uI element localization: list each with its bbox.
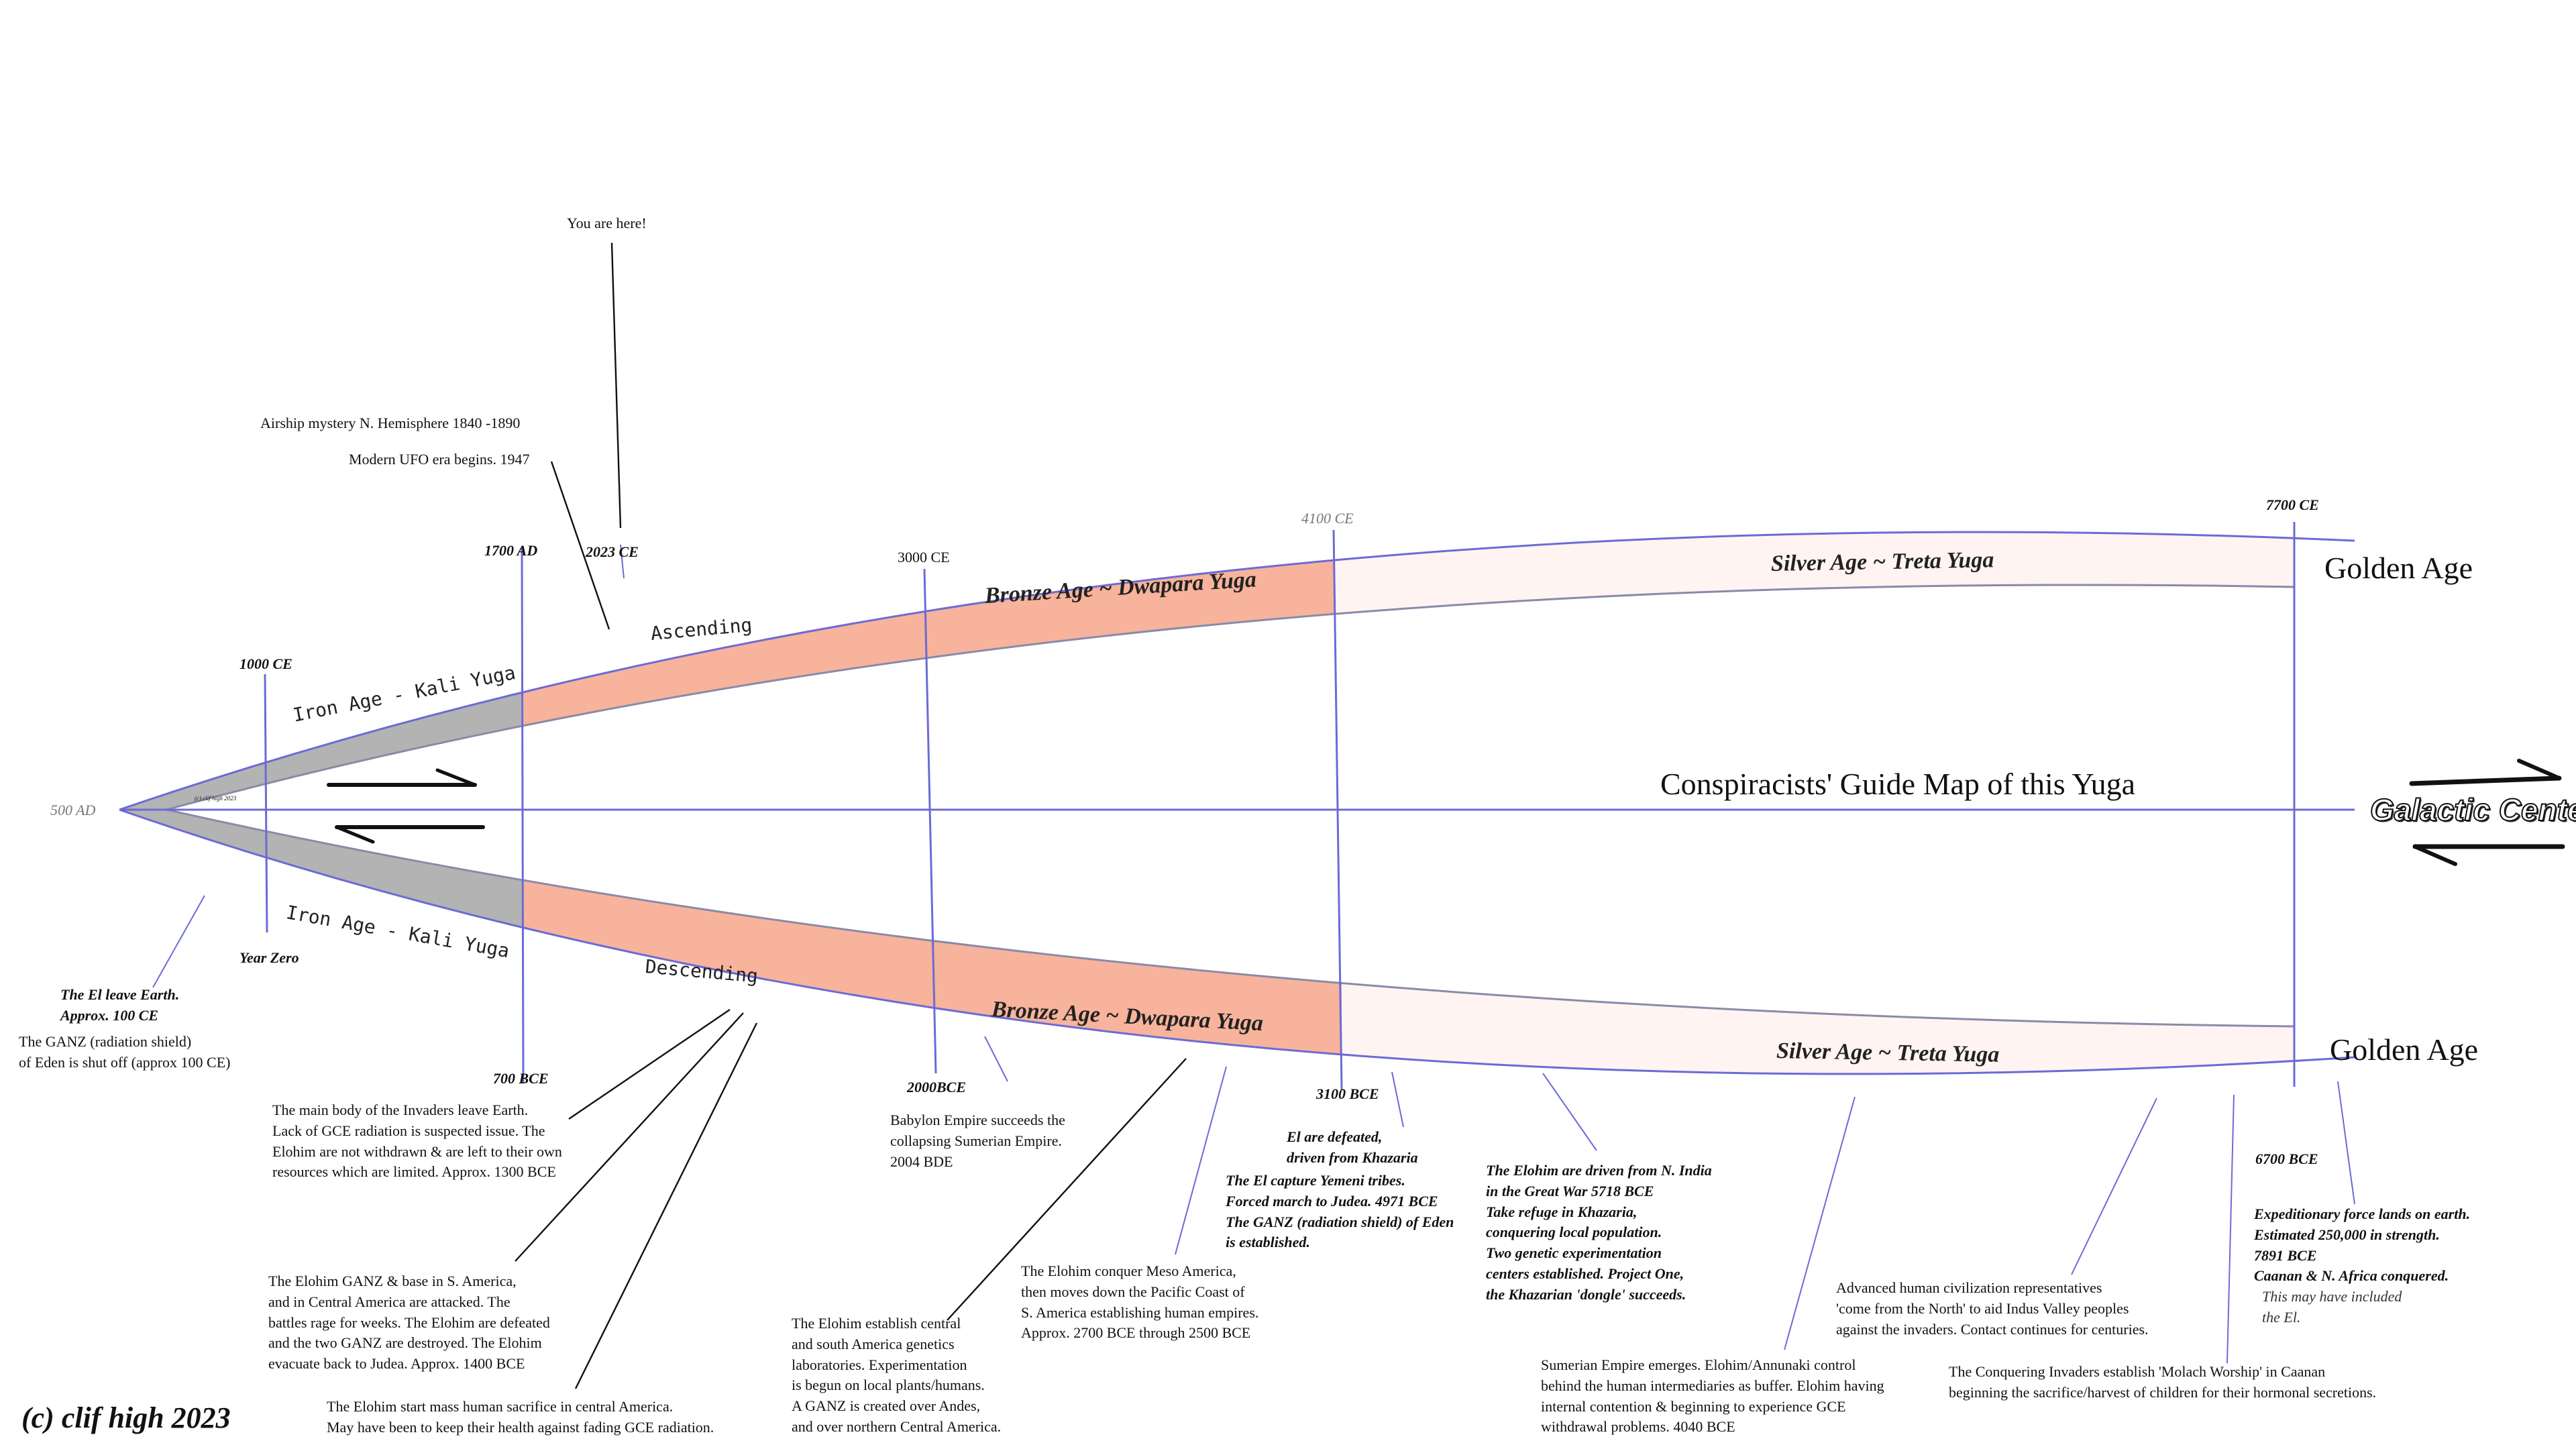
note-meso: The Elohim conquer Meso America, then mo… — [1021, 1263, 1259, 1342]
date-1700ad: 1700 AD — [484, 542, 538, 559]
note-indus: Advanced human civilization representati… — [1836, 1279, 2149, 1338]
date-1000ce: 1000 CE — [239, 655, 292, 672]
golden-age-lower-label: Golden Age — [2330, 1032, 2479, 1067]
note-expedition: Expeditionary force lands on earth. Esti… — [2254, 1205, 2471, 1285]
date-6700bce: 6700 BCE — [2255, 1150, 2318, 1167]
note-el-defeated: El are defeated, driven from Khazaria — [1287, 1128, 1418, 1166]
note-ufo: Modern UFO era begins. 1947 — [349, 451, 530, 468]
date-500ad: 500 AD — [50, 802, 96, 818]
lower-silver-label: Silver Age ~ Treta Yuga — [1776, 1038, 2000, 1067]
date-7700ce: 7700 CE — [2266, 496, 2319, 513]
note-el-maybe: This may have included the El. — [2262, 1288, 2402, 1326]
upper-band — [119, 532, 2294, 810]
upper-bronze-segment — [926, 532, 1335, 810]
note-babylon: Babylon Empire succeeds the collapsing S… — [890, 1112, 1065, 1170]
lower-bronze-segment — [936, 810, 1342, 1074]
date-2023ce: 2023 CE — [586, 543, 639, 560]
upper-silver-label: Silver Age ~ Treta Yuga — [1770, 547, 1994, 576]
band-edges — [119, 531, 2355, 1075]
note-you-are-here: You are here! — [567, 215, 647, 231]
blue-leaders — [152, 544, 2355, 1364]
lower-band — [119, 810, 2294, 1074]
signature-small: (c) clif high 2023 — [195, 795, 237, 802]
note-sumerian: Sumerian Empire emerges. Elohim/Annunaki… — [1541, 1356, 1884, 1436]
date-4100ce: 4100 CE — [1301, 510, 1354, 527]
galactic-center-label: Galactic Center — [2369, 792, 2576, 828]
note-el-leave: The El leave Earth. Approx. 100 CE — [60, 986, 180, 1024]
note-invaders-leave: The main body of the Invaders leave Eart… — [272, 1102, 562, 1181]
date-year-zero: Year Zero — [239, 949, 299, 966]
lower-silver-segment — [1342, 810, 2294, 1074]
copyright: (c) clif high 2023 — [21, 1401, 231, 1434]
golden-age-upper-label: Golden Age — [2324, 551, 2473, 585]
date-3000ce: 3000 CE — [898, 549, 950, 566]
rotation-arrows — [327, 768, 485, 844]
date-3100bce: 3100 BCE — [1316, 1085, 1379, 1102]
black-leaders — [515, 242, 1187, 1389]
note-airship: Airship mystery N. Hemisphere 1840 -1890 — [260, 415, 521, 431]
date-2000bce: 2000BCE — [907, 1079, 967, 1095]
note-labs: The Elohim establish central and south A… — [792, 1315, 1002, 1435]
upper-silver-segment — [1335, 532, 2294, 810]
arrow-right-icon — [2409, 775, 2562, 786]
galactic-arrows — [2409, 759, 2565, 866]
era-lines — [264, 522, 2296, 1091]
note-molach: The Conquering Invaders establish 'Molac… — [1949, 1363, 2377, 1401]
note-india: The Elohim are driven from N. India in t… — [1486, 1162, 1712, 1303]
page-title: Conspiracists' Guide Map of this Yuga — [1660, 767, 2136, 801]
date-700bce: 700 BCE — [493, 1070, 549, 1087]
note-sacrifice: The Elohim start mass human sacrifice in… — [327, 1398, 714, 1436]
note-yemeni: The El capture Yemeni tribes. Forced mar… — [1226, 1172, 1454, 1251]
note-ganz-shut: The GANZ (radiation shield) of Eden is s… — [19, 1033, 231, 1071]
note-ganz-attacked: The Elohim GANZ & base in S. America, an… — [268, 1273, 550, 1373]
